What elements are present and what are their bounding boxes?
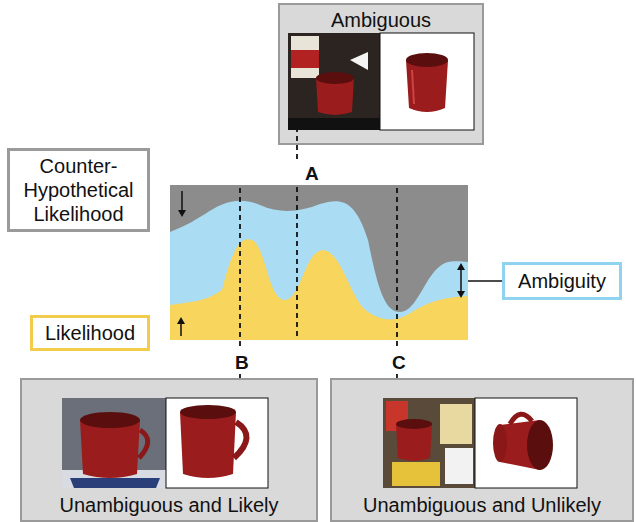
box-label: Unambiguous and Likely bbox=[59, 493, 278, 517]
panel-box: Unambiguous and Unlikely bbox=[330, 378, 634, 522]
box-label: Likelihood bbox=[45, 321, 135, 345]
dashed-leader bbox=[240, 118, 397, 378]
photo-unlikely bbox=[383, 398, 577, 488]
photo-ambiguous bbox=[288, 33, 474, 130]
callout-letter: B bbox=[233, 352, 251, 373]
callout-letter: A bbox=[303, 163, 321, 184]
panel-ground bbox=[20, 378, 318, 522]
legend-box: Counter- Hypothetical Likelihood bbox=[7, 148, 150, 232]
likelihood-plot bbox=[170, 185, 468, 340]
box-label: Unambiguous and Unlikely bbox=[363, 493, 601, 517]
box-label: Ambiguous bbox=[331, 8, 431, 32]
callout-letter: C bbox=[390, 352, 408, 373]
legend-box: Likelihood bbox=[30, 315, 150, 351]
box-label: Ambiguity bbox=[518, 269, 606, 293]
panel-box: Unambiguous and Likely bbox=[20, 378, 318, 522]
panel-ground bbox=[278, 3, 484, 145]
panel-box: Ambiguous bbox=[278, 3, 484, 145]
photo-likely bbox=[62, 398, 268, 488]
legend-box: Ambiguity bbox=[502, 262, 622, 300]
box-label: Counter- Hypothetical Likelihood bbox=[14, 154, 143, 226]
panel-ground bbox=[330, 378, 634, 522]
ambiguity-marker bbox=[457, 263, 502, 298]
